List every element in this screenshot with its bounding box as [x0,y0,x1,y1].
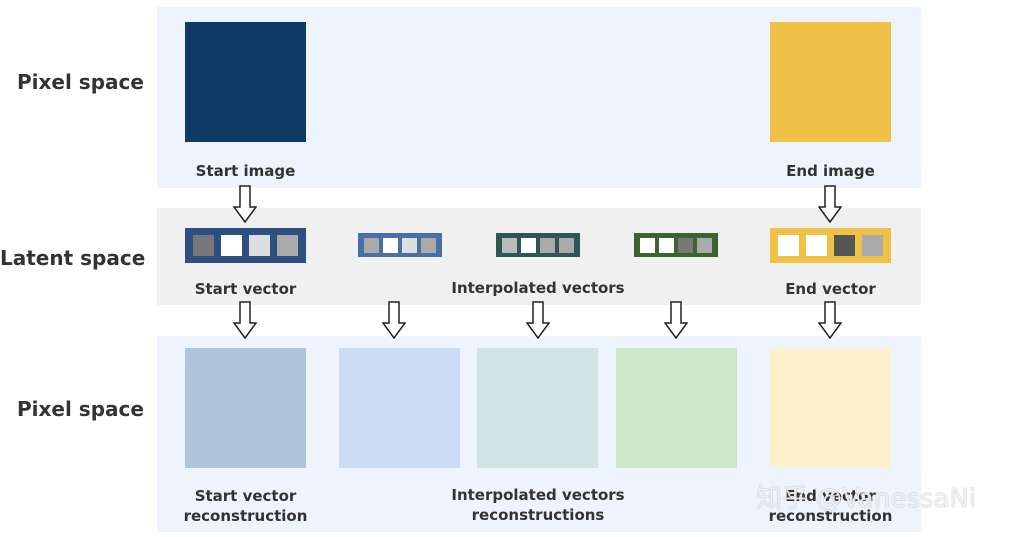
end-image [770,22,891,142]
arrow-start-vector-to-reconstruction [233,301,257,339]
interpolated-vector-2 [496,233,580,257]
latent-cell [220,235,242,256]
caption-interpolated-vectors: Interpolated vectors [451,279,625,297]
latent-cell [697,237,712,253]
arrow-interpolated-3-to-reconstruction [664,301,688,339]
latent-cell [640,237,655,253]
arrow-start-image-to-vector [233,185,257,223]
latent-cell [834,235,856,256]
latent-cell [521,237,536,253]
caption-interpolated-reconstructions: Interpolated vectors reconstructions [451,486,625,524]
latent-cell [249,235,271,256]
start-reconstruction [185,348,306,468]
latent-cell [805,235,827,256]
latent-cell [192,235,214,256]
latent-cell [777,235,799,256]
interpolated-reconstruction-3 [616,348,737,468]
end-reconstruction [770,348,891,468]
interpolated-reconstruction-2 [477,348,598,468]
arrow-interpolated-2-to-reconstruction [526,301,550,339]
caption-end-vector: End vector [785,280,876,298]
end-vector [770,228,891,263]
latent-cell [678,237,693,253]
arrow-end-vector-to-reconstruction [818,301,842,339]
latent-cell [502,237,517,253]
interpolated-vector-1 [358,233,442,257]
latent-cell [862,235,884,256]
latent-cell [364,237,379,253]
arrow-interpolated-1-to-reconstruction [382,301,406,339]
interpolated-reconstruction-1 [339,348,460,468]
start-image [185,22,306,142]
latent-cell [383,237,398,253]
row-label-latent-space: Latent space [0,246,146,270]
caption-start-reconstruction: Start vector reconstruction [183,487,308,525]
caption-start-image: Start image [195,162,296,180]
watermark: 知乎 @VanessaNi [756,484,977,514]
latent-cell [559,237,574,253]
row-label-pixel-space-bottom: Pixel space [17,397,144,421]
latent-cell [540,237,555,253]
caption-end-image: End image [786,162,875,180]
interpolated-vector-3 [634,233,718,257]
caption-end-reconstruction: End vector reconstruction [768,487,893,525]
arrow-end-image-to-vector [818,185,842,223]
row-label-pixel-space-top: Pixel space [17,70,144,94]
latent-cell [659,237,674,253]
latent-cell [421,237,436,253]
caption-start-vector: Start vector [194,280,297,298]
latent-cell [402,237,417,253]
latent-cell [277,235,299,256]
start-vector [185,228,306,263]
